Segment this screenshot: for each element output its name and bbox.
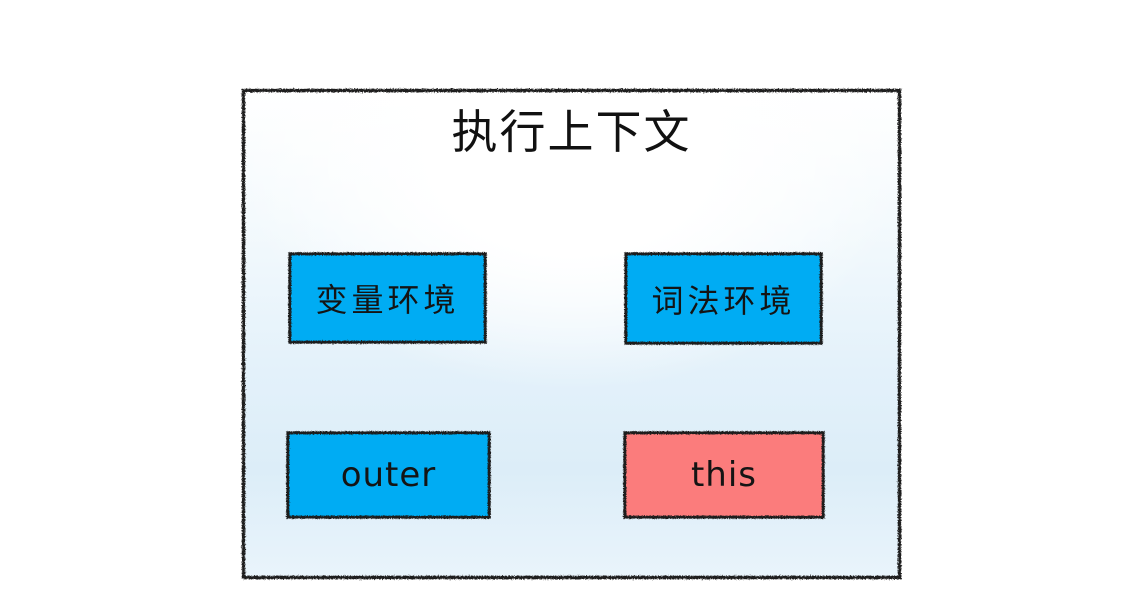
node-outer[interactable]: outer xyxy=(286,431,491,519)
node-this-label: this xyxy=(690,455,758,495)
node-lexical-environment-label: 词法环境 xyxy=(651,281,796,320)
node-lexical-environment[interactable]: 词法环境 xyxy=(624,252,823,345)
node-this[interactable]: this xyxy=(623,431,825,519)
node-outer-label: outer xyxy=(340,455,437,495)
node-variable-environment-label: 变量环境 xyxy=(315,281,460,319)
node-variable-environment[interactable]: 变量环境 xyxy=(288,252,487,344)
diagram-title: 执行上下文 xyxy=(451,105,692,159)
